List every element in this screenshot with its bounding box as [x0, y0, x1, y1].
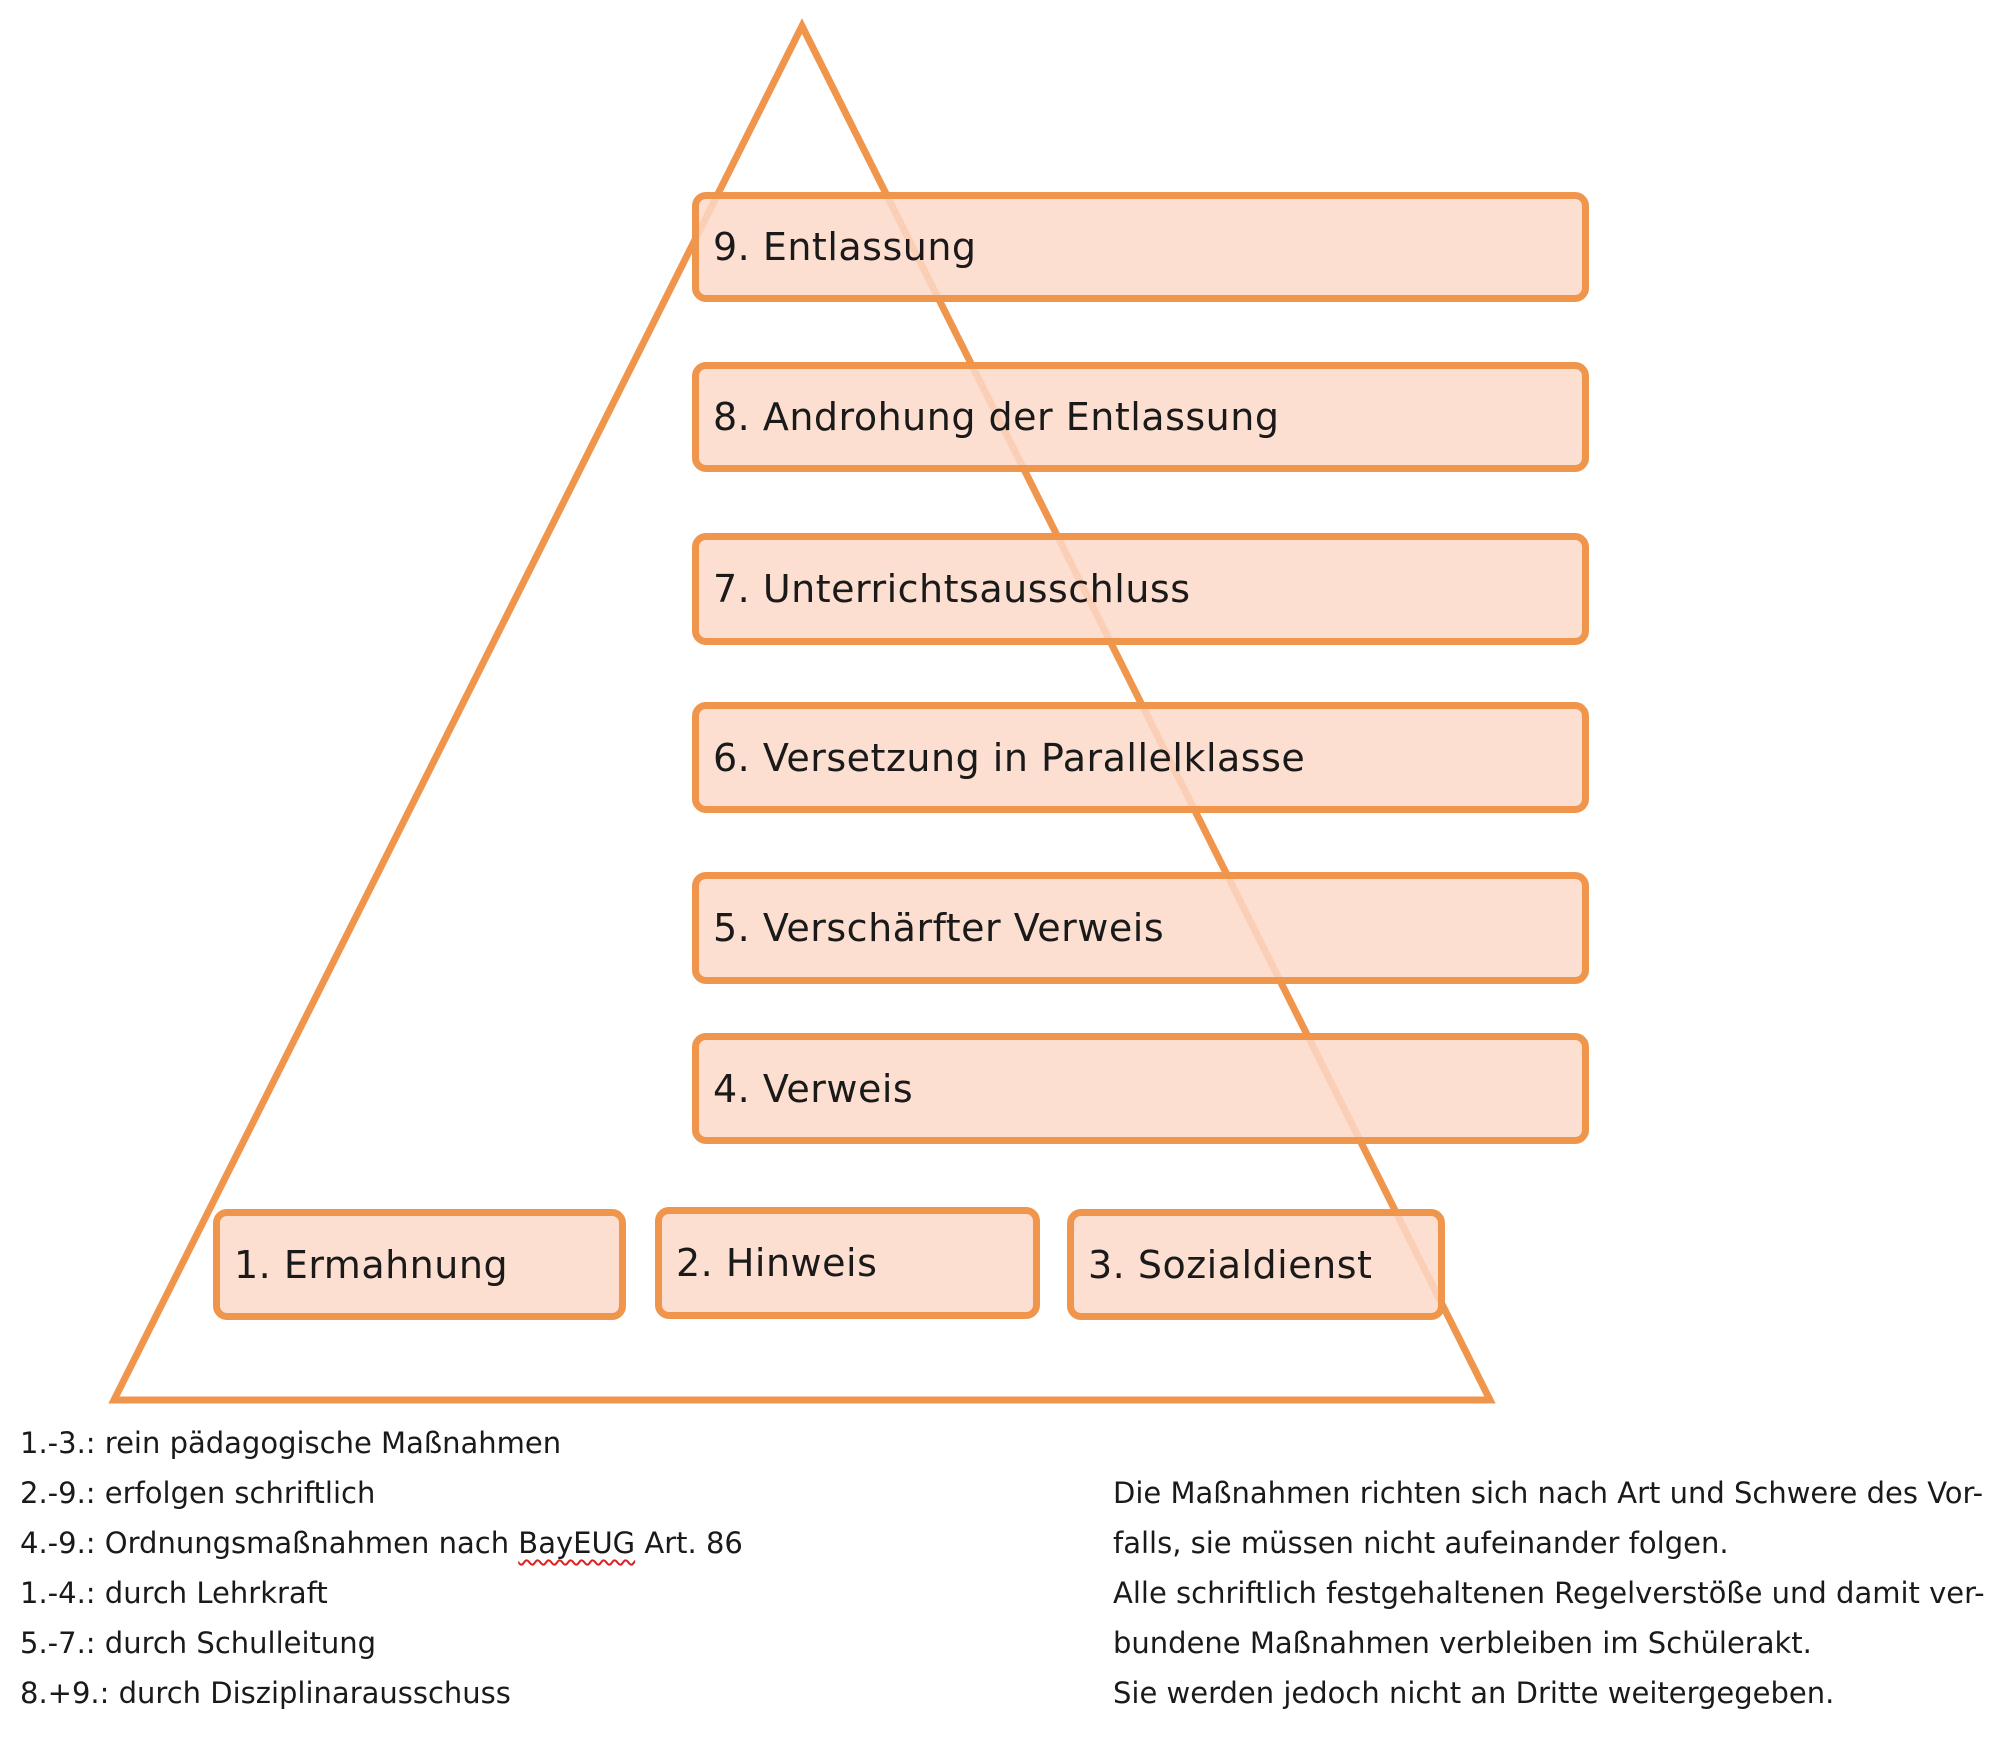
- explanation-line: Die Maßnahmen richten sich nach Art und …: [1113, 1476, 1984, 1510]
- note-line: 1.-3.: rein pädagogische Maßnahmen: [20, 1418, 743, 1468]
- level-6-box: 6. Versetzung in Parallelklasse: [692, 702, 1589, 813]
- explanation-line: bundene Maßnahmen verbleiben im Schülera…: [1113, 1626, 1812, 1660]
- level-4-box: 4. Verweis: [692, 1033, 1589, 1144]
- note-text: 2.-9.: erfolgen schriftlich: [20, 1476, 376, 1510]
- level-2-box: 2. Hinweis: [655, 1207, 1040, 1319]
- note-text: 5.-7.: durch Schulleitung: [20, 1626, 377, 1660]
- note-line: 4.-9.: Ordnungsmaßnahmen nach BayEUG Art…: [20, 1518, 743, 1568]
- level-3-box: 3. Sozialdienst: [1067, 1209, 1445, 1320]
- responsibility-notes: 1.-3.: rein pädagogische Maßnahmen 2.-9.…: [20, 1418, 743, 1718]
- level-4-label: 4. Verweis: [713, 1066, 914, 1111]
- level-8-label: 8. Androhung der Entlassung: [713, 395, 1280, 439]
- note-text: 8.+9.: durch Disziplinarausschuss: [20, 1676, 511, 1710]
- level-9-label: 9. Entlassung: [713, 225, 977, 269]
- level-6-label: 6. Versetzung in Parallelklasse: [713, 735, 1306, 780]
- explanation-line: Alle schriftlich festgehaltenen Regelver…: [1113, 1576, 1985, 1610]
- explanation-line: Sie werden jedoch nicht an Dritte weiter…: [1113, 1676, 1835, 1710]
- note-line: 8.+9.: durch Disziplinarausschuss: [20, 1668, 743, 1718]
- level-8-box: 8. Androhung der Entlassung: [692, 362, 1589, 472]
- level-9-box: 9. Entlassung: [692, 192, 1589, 302]
- level-2-label: 2. Hinweis: [676, 1241, 878, 1285]
- note-text-suffix: Art. 86: [635, 1526, 743, 1560]
- note-line: 5.-7.: durch Schulleitung: [20, 1618, 743, 1668]
- level-5-box: 5. Verschärfter Verweis: [692, 872, 1589, 984]
- explanation-text: Die Maßnahmen richten sich nach Art und …: [1113, 1468, 1993, 1718]
- level-1-label: 1. Ermahnung: [234, 1242, 509, 1287]
- note-text: 1.-4.: durch Lehrkraft: [20, 1576, 328, 1610]
- explanation-line: falls, sie müssen nicht aufeinander folg…: [1113, 1526, 1729, 1560]
- level-5-label: 5. Verschärfter Verweis: [713, 906, 1165, 950]
- level-3-label: 3. Sozialdienst: [1088, 1242, 1373, 1287]
- note-text: 1.-3.: rein pädagogische Maßnahmen: [20, 1426, 562, 1460]
- level-7-box: 7. Unterrichtsausschluss: [692, 533, 1589, 645]
- spellcheck-word: BayEUG: [518, 1526, 636, 1560]
- level-7-label: 7. Unterrichtsausschluss: [713, 567, 1191, 611]
- note-text: 4.-9.: Ordnungsmaßnahmen nach: [20, 1526, 519, 1560]
- note-line: 1.-4.: durch Lehrkraft: [20, 1568, 743, 1618]
- level-1-box: 1. Ermahnung: [213, 1209, 626, 1320]
- note-line: 2.-9.: erfolgen schriftlich: [20, 1468, 743, 1518]
